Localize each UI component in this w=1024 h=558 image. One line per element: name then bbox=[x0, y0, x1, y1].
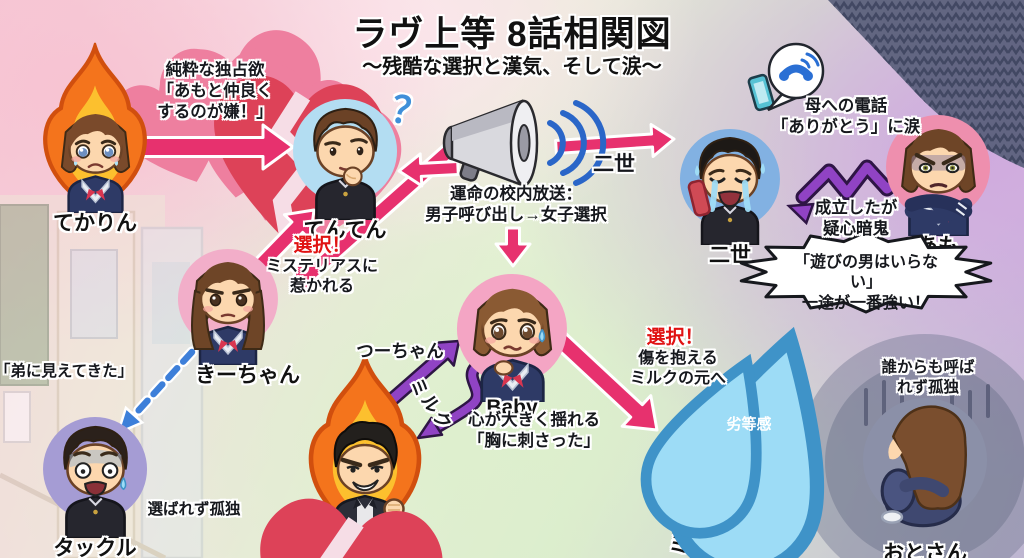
avatar-nisei-illustration bbox=[687, 136, 765, 245]
character-label-tenten: てんてん bbox=[303, 218, 387, 242]
label-choice-kiichan-body: ミステリアスに 惹かれる bbox=[265, 258, 379, 296]
avatar-amo-illustration bbox=[900, 128, 976, 236]
character-label-nisei: 二世 bbox=[709, 244, 751, 267]
label-tekarin-motive: 純粋な独占欲 「あもと仲良く するのが嫌！」 bbox=[157, 61, 273, 122]
page-title: ラヴ上等 8話相関図 bbox=[352, 15, 672, 54]
label-arrow-tsuuchan: つーちゃん bbox=[356, 341, 444, 361]
character-tenten: てんてん bbox=[278, 85, 413, 242]
avatar-tekarin-illustration bbox=[60, 113, 130, 213]
phone-call-icon bbox=[767, 42, 825, 112]
label-broadcast: 運命の校内放送： 男子呼び出し→女子選択 bbox=[425, 185, 607, 225]
label-younger-brother: 「弟に見えてきた」 bbox=[0, 363, 134, 380]
megaphone-icon bbox=[442, 99, 539, 187]
storm-corner bbox=[828, 0, 1024, 168]
label-arrow-nisei: 二世 bbox=[593, 153, 635, 176]
character-nisei: 二世 bbox=[665, 115, 795, 267]
label-not-chosen: 選ばれず孤独 bbox=[147, 501, 241, 518]
character-label-tekarin: てかりん bbox=[53, 211, 137, 235]
avatar-otosan-illustration bbox=[880, 404, 967, 527]
label-heart-shaken: 心が大きく揺れる 「胸に刺さった」 bbox=[468, 411, 600, 451]
character-label-baby: Baby bbox=[486, 395, 538, 419]
label-choice-kiichan: 選択！ bbox=[293, 235, 351, 256]
speech-bubble-text: 「遊びの男はいらない」 一途が一番強い！ bbox=[793, 254, 938, 312]
avatar-baby-illustration bbox=[472, 288, 552, 402]
speech-bubble bbox=[739, 230, 993, 314]
character-baby: Baby bbox=[441, 259, 584, 419]
arrow-kiichan-to-tackle bbox=[115, 346, 198, 436]
character-otosan: おとさん bbox=[845, 382, 1006, 558]
character-tackle: タックル bbox=[28, 403, 163, 558]
label-otosan-lonely: 誰からも呼ばれず孤独 bbox=[881, 359, 975, 396]
character-label-otosan: おとさん bbox=[883, 541, 967, 558]
sound-waves-icon bbox=[547, 100, 607, 186]
label-choice-milk: 選択！ bbox=[646, 327, 704, 348]
arrow-broadcast-to-baby bbox=[494, 226, 532, 268]
arrow-broadcast-to-tenten bbox=[397, 152, 460, 188]
label-nisei-amo: 成立したが 疑心暗鬼 bbox=[814, 199, 898, 239]
arrow-baby-to-tsuuchan bbox=[416, 359, 484, 440]
page-subtitle: ～残酷な選択と漢気、そして涙～ bbox=[362, 56, 662, 78]
label-phone-call: 母への電話 「ありがとう」に涙 bbox=[771, 97, 921, 137]
thought-bubble-text: 劣等感 bbox=[726, 416, 772, 433]
avatar-tackle-illustration bbox=[62, 425, 128, 538]
broken-heart-icon bbox=[244, 492, 450, 558]
character-kiichan: きーちゃん bbox=[163, 235, 300, 387]
character-label-tackle: タックル bbox=[53, 536, 137, 558]
avatar-kiichan-illustration bbox=[191, 262, 265, 365]
label-choice-milk-body: 傷を抱える ミルクの元へ bbox=[629, 350, 727, 388]
avatar-tenten-illustration bbox=[312, 107, 378, 220]
arrow-baby-to-milk bbox=[548, 328, 659, 432]
smartphone-icon bbox=[747, 73, 775, 112]
character-tekarin: てかりん bbox=[33, 88, 158, 235]
arrow-tekarin-to-tenten bbox=[138, 123, 295, 171]
character-label-kiichan: きーちゃん bbox=[195, 364, 300, 387]
